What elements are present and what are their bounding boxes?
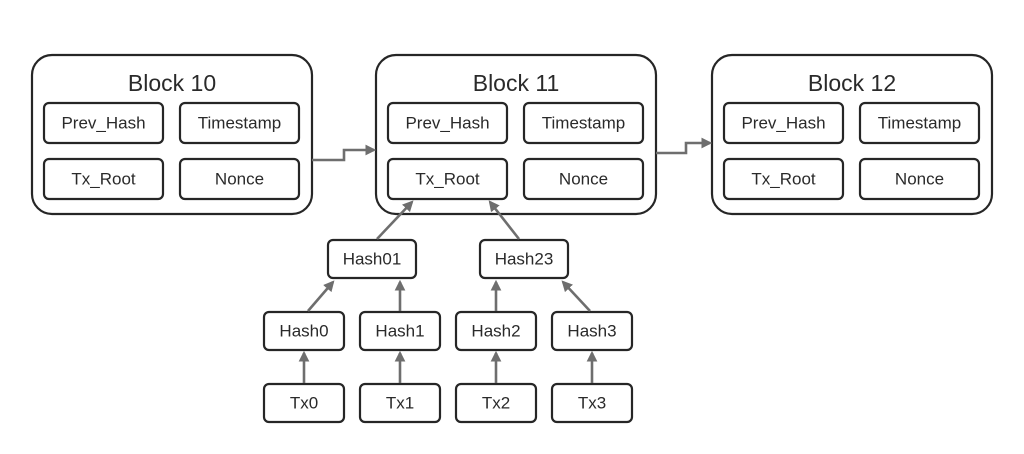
merkle-node-hash3-label: Hash3 [567,321,616,340]
block-10-timestamp-label: Timestamp [198,113,281,132]
block-10-nonce-label: Nonce [215,169,264,188]
block-11-nonce-label: Nonce [559,169,608,188]
merkle-leaf-tx2-label: Tx2 [482,393,510,412]
merkle-node-hash0-label: Hash0 [279,321,328,340]
block-12-title: Block 12 [808,70,896,96]
block-11-title: Block 11 [473,70,560,96]
block-11-tx-root-field: Tx_Root [386,157,509,201]
block-12-nonce-field: Nonce [858,157,981,201]
merkle-node-hash1: Hash1 [358,310,442,352]
block-12-timestamp-label: Timestamp [878,113,961,132]
block-11: Block 11 Prev_Hash Timestamp Tx_Root Non… [374,53,658,216]
block-10-title: Block 10 [128,70,216,96]
merkle-node-hash2-label: Hash2 [471,321,520,340]
merkle-node-hash1-label: Hash1 [375,321,424,340]
block-12-timestamp-field: Timestamp [858,101,981,145]
block-11-timestamp-field: Timestamp [522,101,645,145]
merkle-node-hash01-label: Hash01 [343,249,402,268]
block-12: Block 12 Prev_Hash Timestamp Tx_Root Non… [710,53,994,216]
arrow-hash0-to-hash01 [307,280,335,312]
block-12-tx-root-field: Tx_Root [722,157,845,201]
merkle-leaf-tx1: Tx1 [358,382,442,424]
merkle-leaf-tx0-label: Tx0 [290,393,318,412]
chain-arrow-block10-to-block11 [312,144,377,162]
merkle-node-hash23: Hash23 [478,238,570,280]
block-10-nonce-field: Nonce [178,157,301,201]
merkle-leaf-tx2: Tx2 [454,382,538,424]
block-12-nonce-label: Nonce [895,169,944,188]
block-10-prev-hash-label: Prev_Hash [61,113,145,132]
merkle-node-hash0: Hash0 [262,310,346,352]
block-11-timestamp-label: Timestamp [542,113,625,132]
merkle-node-hash2: Hash2 [454,310,538,352]
block-10-prev-hash-field: Prev_Hash [42,101,165,145]
merkle-leaf-tx3: Tx3 [550,382,634,424]
block-10: Block 10 Prev_Hash Timestamp Tx_Root Non… [30,53,314,216]
merkle-node-hash01: Hash01 [326,238,418,280]
block-12-prev-hash-label: Prev_Hash [741,113,825,132]
block-11-prev-hash-label: Prev_Hash [405,113,489,132]
merkle-leaf-tx0: Tx0 [262,382,346,424]
block-12-tx-root-label: Tx_Root [751,169,816,188]
block-11-nonce-field: Nonce [522,157,645,201]
arrow-hash23-to-txroot [488,200,521,240]
block-10-tx-root-label: Tx_Root [71,169,136,188]
block-11-tx-root-label: Tx_Root [415,169,480,188]
merkle-leaf-tx1-label: Tx1 [386,393,414,412]
chain-arrow-block11-to-block12 [656,137,713,155]
block-10-tx-root-field: Tx_Root [42,157,165,201]
block-12-prev-hash-field: Prev_Hash [722,101,845,145]
merkle-leaf-tx3-label: Tx3 [578,393,606,412]
arrow-hash01-to-txroot [376,200,414,240]
block-11-prev-hash-field: Prev_Hash [386,101,509,145]
merkle-node-hash3: Hash3 [550,310,634,352]
arrow-hash3-to-hash23 [561,280,591,312]
block-10-timestamp-field: Timestamp [178,101,301,145]
merkle-node-hash23-label: Hash23 [495,249,554,268]
